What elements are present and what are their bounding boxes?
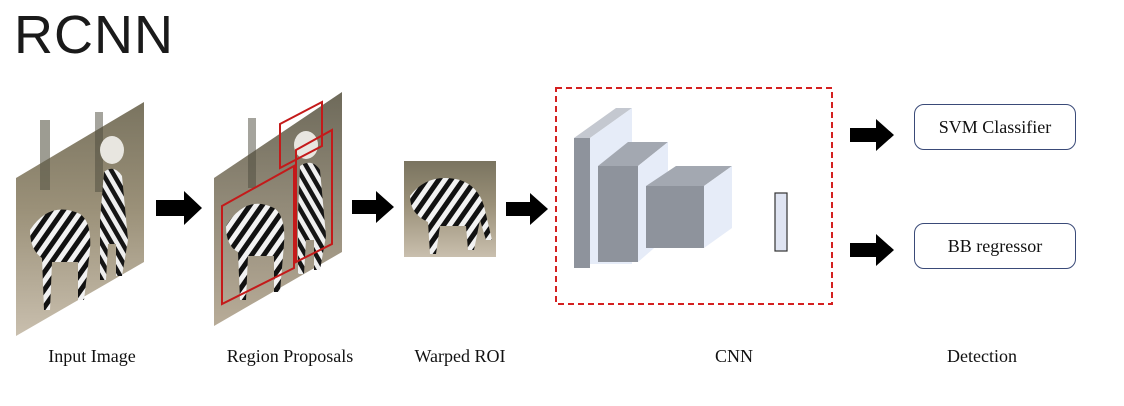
- input-image: [16, 102, 144, 336]
- region-proposals-label: Region Proposals: [226, 346, 354, 366]
- warped-roi-image: [404, 161, 496, 257]
- bb-regressor-box: BB regressor: [914, 223, 1076, 269]
- fc-layer: [774, 192, 788, 252]
- svm-classifier-box: SVM Classifier: [914, 104, 1076, 150]
- arrow-icon: [850, 119, 894, 151]
- arrow-icon: [156, 191, 202, 225]
- warped-roi-label: Warped ROI: [414, 346, 506, 366]
- arrow-icon: [352, 191, 394, 223]
- arrow-icon: [506, 193, 548, 225]
- page-title: RCNN: [14, 5, 174, 65]
- cnn-layer: [646, 166, 732, 248]
- cnn-label: CNN: [714, 346, 753, 366]
- proposal-box: [295, 128, 333, 264]
- proposal-box: [221, 164, 295, 306]
- proposal-box: [279, 100, 323, 170]
- region-proposals-image: [214, 92, 342, 326]
- arrow-icon: [850, 234, 894, 266]
- input-image-label: Input Image: [48, 346, 136, 366]
- detection-label: Detection: [947, 346, 1017, 366]
- cnn-frame: [555, 87, 833, 305]
